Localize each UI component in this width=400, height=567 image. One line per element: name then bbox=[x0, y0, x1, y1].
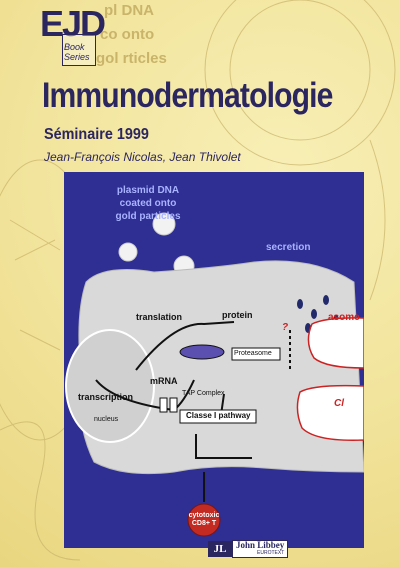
logo-box bbox=[62, 34, 96, 66]
cover-diagram: plasmid DNA coated onto gold particles s… bbox=[64, 172, 364, 548]
plasmid-label: plasmid DNA coated onto gold particles bbox=[78, 184, 218, 223]
publisher-name: John Libbey bbox=[236, 540, 285, 550]
diagram-art bbox=[65, 212, 364, 537]
classe-box bbox=[179, 409, 257, 424]
tap-label: TAP Complex bbox=[182, 390, 225, 397]
plasmid-line-1: plasmid DNA bbox=[116, 185, 180, 196]
publisher-logo: JL John Libbey EUROTEXT bbox=[208, 540, 289, 558]
tcell-line-2: CD8+ T bbox=[191, 520, 217, 527]
neighbour-cell bbox=[307, 317, 364, 369]
bg-word-2: co onto bbox=[100, 26, 155, 43]
tcell-line-1: cytotoxic bbox=[188, 512, 220, 519]
mrna-label: mRNA bbox=[150, 376, 178, 386]
bg-word-1: pl DNA bbox=[104, 2, 154, 19]
book-authors: Jean-François Nicolas, Jean Thivolet bbox=[44, 150, 241, 164]
transcription-label: transcription bbox=[78, 392, 134, 402]
nucleus bbox=[65, 329, 155, 443]
secretion-label: secretion bbox=[266, 242, 311, 253]
cytotoxic-t-cell bbox=[187, 503, 221, 537]
jl-mark: JL bbox=[208, 541, 232, 557]
proteasome-label: Proteasome bbox=[234, 350, 272, 357]
protein-label: protein bbox=[222, 310, 253, 320]
book-subtitle: Séminaire 1999 bbox=[44, 126, 149, 143]
classe-arrow bbox=[195, 434, 252, 459]
asome-label: asome bbox=[328, 312, 360, 323]
translation-arrow bbox=[135, 321, 235, 371]
cl-label: Cl bbox=[334, 398, 344, 409]
publisher-imprint: EUROTEXT bbox=[257, 550, 285, 556]
translation-label: translation bbox=[136, 312, 183, 322]
neighbour-cell-2 bbox=[296, 384, 364, 441]
nucleus-label: nucleus bbox=[94, 416, 119, 423]
question-mark: ? bbox=[282, 322, 289, 333]
logo-line-series: Series bbox=[64, 52, 90, 62]
proteasome-disc bbox=[179, 344, 225, 360]
plasmid-line-2: coated onto bbox=[119, 198, 177, 209]
bg-word-3: gol rticles bbox=[96, 50, 167, 67]
classe-label: Classe I pathway bbox=[186, 411, 251, 420]
logo-line-book: Book bbox=[64, 42, 85, 52]
book-title: Immunodermatologie bbox=[42, 76, 333, 115]
proteasome-box bbox=[231, 347, 281, 361]
publisher-name-box: John Libbey EUROTEXT bbox=[232, 540, 289, 558]
plasmid-line-3: gold particles bbox=[115, 211, 181, 222]
tcell-label: cytotoxic CD8+ T bbox=[188, 512, 220, 528]
ejd-book-series-logo: EJD Book Series bbox=[40, 6, 106, 68]
